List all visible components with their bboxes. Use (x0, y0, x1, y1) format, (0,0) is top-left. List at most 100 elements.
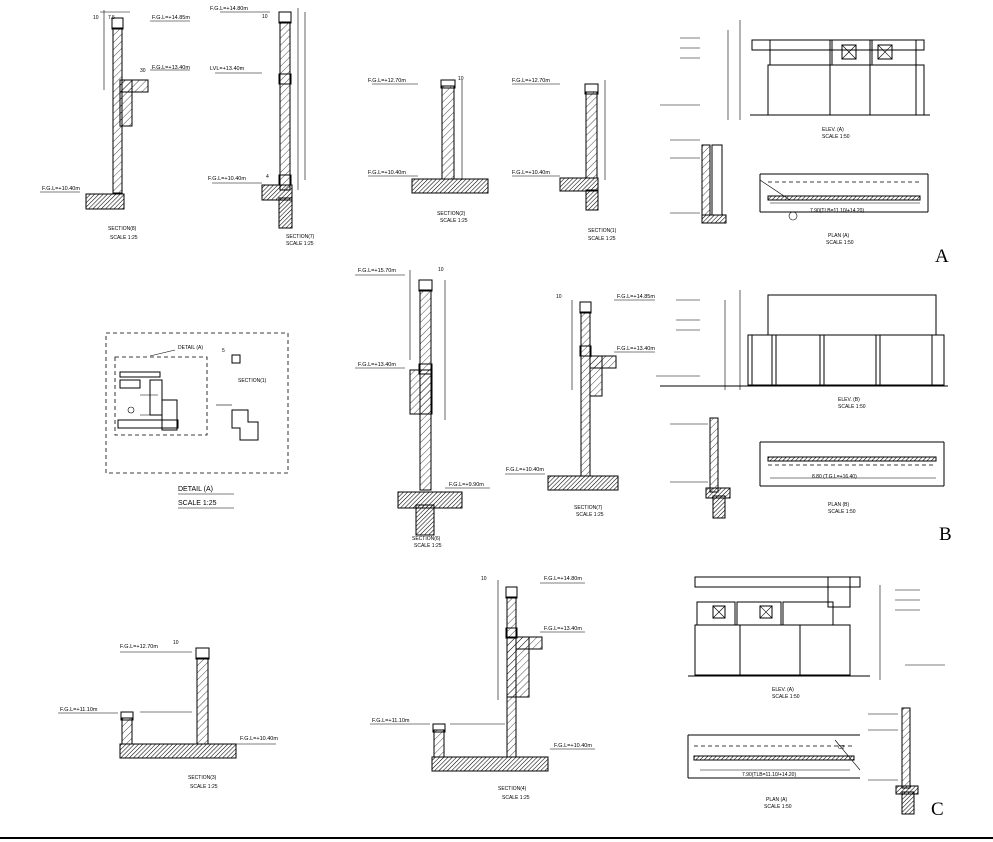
section-scale: SCALE 1:25 (588, 236, 616, 242)
detail-a: DETAIL (A) 5 SECTION(1) DETAIL (A) SCALE… (105, 332, 289, 509)
fgl-left: F.G.L=+11.10m (60, 707, 98, 713)
elevation-frame (767, 64, 925, 116)
slab (411, 178, 489, 194)
elev-scale: SCALE 1:50 (772, 694, 800, 700)
section-scale: SCALE 1:25 (190, 784, 218, 790)
elevation-c: ELEV. (A) SCALE 1:50 C2 7.90(TLB=11.10/+… (687, 576, 945, 820)
dim: 10 (93, 15, 99, 21)
fgl-mid: LVL=+13.40m (210, 66, 245, 72)
section-top-2: F.G.L=+14.80m LVL=+13.40m F.G.L=+10.40m … (208, 6, 315, 247)
fgl-bot: F.G.L=+10.40m (42, 186, 80, 192)
corner-label: C2 (838, 745, 845, 751)
elevation-b: ELEV. (B) SCALE 1:50 8.80 (T.G.L=+16.40)… (656, 290, 952, 545)
sheet-letter: C (931, 799, 944, 820)
footing (547, 475, 619, 491)
section-top-4: F.G.L=+12.70m F.G.L=+10.40m SECTION(1) S… (512, 78, 617, 242)
section-title: SECTION(1) (588, 228, 617, 234)
wall (279, 21, 291, 191)
elevation-frame (747, 334, 945, 386)
dim: 30 (140, 68, 146, 74)
dim: 4 (266, 174, 269, 180)
section-mid-1: F.G.L=+15.70m F.G.L=+13.40m F.G.L=+9.90m… (355, 267, 490, 549)
elev-title: ELEV. (A) (772, 687, 794, 693)
fgl-left: F.G.L=+11.10m (372, 718, 410, 724)
fgl-top: F.G.L=+14.85m (152, 15, 190, 21)
elevation-a: ELEV. (A) SCALE 1:50 7.90(TLB=11.10/+14.… (660, 20, 949, 267)
section-title: SECTION(4) (498, 786, 527, 792)
fgl-mid: F.G.L=+13.40m (544, 626, 582, 632)
section-scale: SCALE 1:25 (576, 512, 604, 518)
section-bottom-2: F.G.L=+14.80m F.G.L=+13.40m F.G.L=+11.10… (370, 576, 595, 801)
fgl-bot: F.G.L=+10.40m (240, 736, 278, 742)
section-title: SECTION(6) (412, 536, 441, 542)
slab (431, 756, 549, 772)
plan-title: PLAN (A) (766, 797, 787, 803)
elev-scale: SCALE 1:50 (822, 134, 850, 140)
plan-scale: SCALE 1:50 (828, 509, 856, 515)
detail-scale: SCALE 1:25 (178, 500, 217, 507)
footing-stem (278, 197, 293, 229)
fgl-top: F.G.L=+12.70m (512, 78, 550, 84)
fgl-bot: F.G.L=+10.40m (512, 170, 550, 176)
fgl-mid: F.G.L=+13.40m (152, 65, 190, 71)
dim: 7.5 (108, 15, 115, 21)
plan-title: PLAN (B) (828, 502, 849, 508)
plan-dim: 7.90(TLB=11.10/+14.20) (810, 208, 864, 214)
section-top-3: F.G.L=+12.70m F.G.L=+10.40m 10 SECTION(2… (368, 76, 489, 224)
section-title: SECTION(7) (286, 234, 315, 240)
wall (441, 85, 455, 180)
wall-cap (111, 17, 124, 30)
footing (261, 184, 293, 201)
elev-scale: SCALE 1:50 (838, 404, 866, 410)
section-title: SECTION(3) (188, 775, 217, 781)
section-scale: SCALE 1:25 (286, 241, 314, 247)
detail-label: DETAIL (A) (178, 345, 203, 351)
plan-scale: SCALE 1:50 (826, 240, 854, 246)
section-scale: SCALE 1:25 (502, 795, 530, 801)
section-title: SECTION(2) (437, 211, 466, 217)
pier-stem (119, 79, 133, 127)
dim: 10 (173, 640, 179, 646)
fgl-mid: F.G.L=+13.40m (358, 362, 396, 368)
dim: 10 (481, 576, 487, 582)
detail-frame (105, 332, 289, 474)
section-top-1: 10 7.5 F.G.L=+14.85m F.G.L=+13.40m F.G.L… (40, 10, 190, 241)
elev-title: ELEV. (A) (822, 127, 844, 133)
plan-dim: 7.90(TLB=11.10/+14.20) (742, 772, 796, 778)
plan-dim: 8.80 (T.G.L=+16.40) (812, 474, 857, 480)
sheet-letter: A (935, 246, 949, 267)
fgl-top: F.G.L=+14.80m (210, 6, 248, 12)
fgl-mid: F.G.L=+13.40m (617, 346, 655, 352)
section-title: SECTION(8) (108, 226, 137, 232)
sheet-letter: B (939, 524, 952, 545)
fgl-bot: F.G.L=+9.90m (449, 482, 484, 488)
slab (559, 177, 599, 192)
fgl-top: F.G.L=+12.70m (368, 78, 406, 84)
fgl-bot: F.G.L=+10.40m (208, 176, 246, 182)
section-scale: SCALE 1:25 (414, 543, 442, 549)
fgl-top: F.G.L=+14.80m (544, 576, 582, 582)
section-scale: SCALE 1:25 (440, 218, 468, 224)
dim: 5 (222, 348, 225, 354)
plan-title: PLAN (A) (828, 233, 849, 239)
section-scale: SCALE 1:25 (110, 235, 138, 241)
plan-scale: SCALE 1:50 (764, 804, 792, 810)
fgl-bot: F.G.L=+10.40m (506, 467, 544, 473)
fgl-top: F.G.L=+14.85m (617, 294, 655, 300)
fgl-top: F.G.L=+15.70m (358, 268, 396, 274)
elev-title: ELEV. (B) (838, 397, 860, 403)
section-bottom-1: F.G.L=+12.70m F.G.L=+11.10m F.G.L=+10.40… (58, 640, 278, 790)
dim: 10 (458, 76, 464, 82)
dim: 10 (556, 294, 562, 300)
section-mid-2: F.G.L=+14.85m F.G.L=+13.40m F.G.L=+10.40… (505, 294, 655, 518)
slab (119, 743, 237, 759)
fgl-bot: F.G.L=+10.40m (554, 743, 592, 749)
fgl-top: F.G.L=+12.70m (120, 644, 158, 650)
elevation-frame (694, 624, 851, 676)
dim: 10 (438, 267, 444, 273)
wall (585, 91, 598, 179)
inner-title: SECTION(1) (238, 378, 267, 384)
detail-title: DETAIL (A) (178, 486, 213, 493)
wall (196, 657, 209, 745)
